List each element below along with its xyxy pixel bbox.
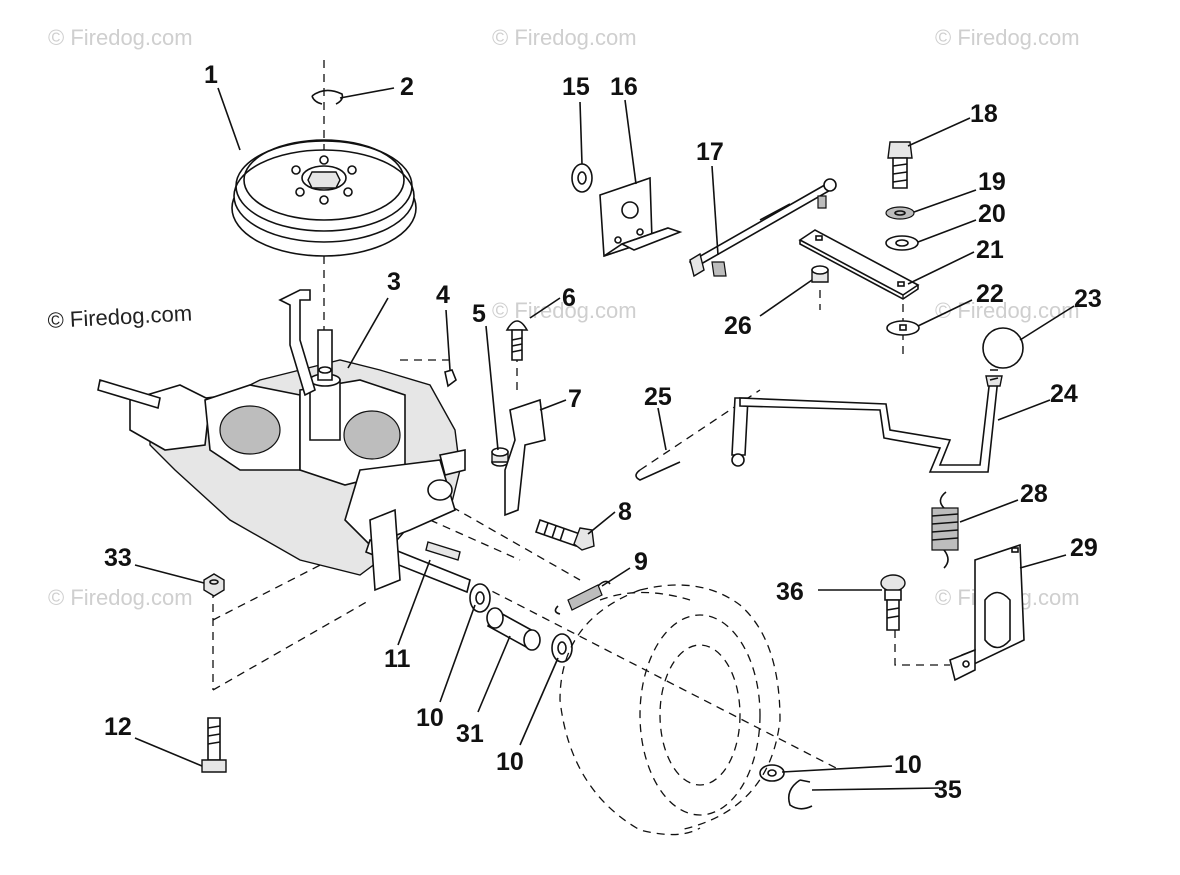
shaft-key [425,541,461,561]
axis-line [894,630,950,666]
callout-3: 3 [387,268,401,296]
callout-6: 6 [562,284,576,312]
bolt [201,717,227,773]
pivot-bracket [949,543,1025,682]
watermark: © Firedog.com [48,25,193,50]
callout-28: 28 [1020,480,1048,508]
washer [759,764,785,782]
spacer [486,607,541,651]
wheel-outline [559,584,781,836]
key [444,369,457,388]
control-rod [688,178,837,278]
axis-line [479,584,841,771]
callout-1: 1 [204,61,218,89]
nut [491,447,509,467]
callout-23: 23 [1074,285,1102,313]
axis-line [429,519,521,561]
callout-2: 2 [400,73,414,101]
watermark: © Firedog.com [935,25,1080,50]
callout-11: 11 [384,645,411,673]
shift-lever [731,369,1003,473]
callout-10: 10 [416,704,444,732]
callout-19: 19 [978,168,1006,196]
watermark: © Firedog.com [492,25,637,50]
retaining-clip [311,89,344,105]
callout-20: 20 [978,200,1006,228]
callout-9: 9 [634,548,648,576]
nut [203,573,225,597]
callout-26: 26 [724,312,752,340]
tension-spring [931,491,959,569]
watermark: © Firedog.com [48,585,193,610]
callout-4: 4 [436,281,450,309]
callout-5: 5 [472,300,486,328]
transaxle [97,289,471,594]
callout-24: 24 [1050,380,1078,408]
washer [571,163,593,193]
callout-36: 36 [776,578,804,606]
callout-33: 33 [104,544,132,572]
callout-7: 7 [568,385,582,413]
mounting-bracket [599,176,683,258]
callout-31: 31 [456,720,484,748]
shoulder-bolt [880,574,906,631]
callout-18: 18 [970,100,998,128]
axis-line [212,559,331,621]
spring [554,580,611,615]
washer [469,583,491,613]
callout-12: 12 [104,713,132,741]
e-clip [787,779,813,810]
watermark: © Firedog.com [935,298,1080,323]
callout-35: 35 [934,776,962,804]
nut [811,265,829,283]
hex-bolt [534,518,595,551]
callout-22: 22 [976,280,1004,308]
lock-washer [885,206,915,220]
callout-25: 25 [644,383,672,411]
callout-16: 16 [610,73,638,101]
pulley [231,139,417,257]
callout-10: 10 [496,748,524,776]
axis-line [212,599,371,691]
washer [551,633,573,663]
cotter-pin [635,461,681,481]
callout-15: 15 [562,73,590,101]
leader-lines [134,87,1075,791]
callout-8: 8 [618,498,632,526]
knob [982,327,1024,369]
callout-17: 17 [696,138,724,166]
watermark: © Firedog.com [492,298,637,323]
flat-washer [885,235,919,251]
callout-29: 29 [1070,534,1098,562]
flat-washer [886,320,920,336]
callout-labels: 1 2 3 4 5 6 7 8 9 10 10 10 10 11 12 15 1… [104,61,1102,804]
bracket [504,398,546,517]
carriage-bolt [505,320,529,361]
callout-10: 10 [894,751,922,779]
axis-line [639,389,761,471]
hex-bolt [887,141,913,189]
plate [798,229,920,300]
callout-21: 21 [976,236,1004,264]
watermark: © Firedog.com [47,300,193,333]
